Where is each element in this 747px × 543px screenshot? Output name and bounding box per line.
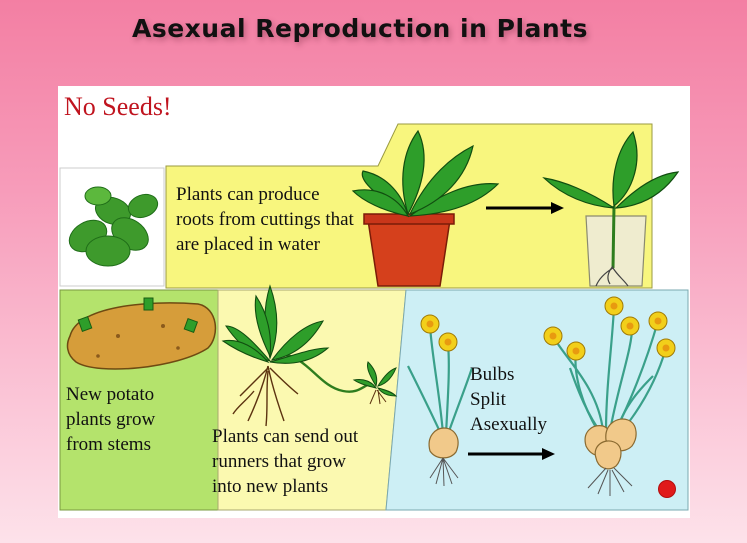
runners-line: into new plants (212, 476, 329, 497)
runners-text: Plants can send out runners that grow in… (212, 424, 358, 499)
daffodil-bulb-icon (407, 314, 474, 487)
cuttings-line: are placed in water (176, 234, 320, 255)
bulbs-text: Bulbs Split Asexually (470, 362, 547, 437)
runner-plant-icon (221, 284, 398, 427)
slide-title: Asexual Reproduction in Plants (131, 14, 589, 43)
cuttings-text: Plants can produce roots from cuttings t… (176, 182, 354, 257)
bulbs-line: Split (470, 389, 506, 410)
diagram-illustration (59, 123, 689, 511)
cutting-in-glass-icon (542, 130, 680, 287)
potted-plant-icon (351, 129, 500, 287)
mint-leaf-photo (59, 167, 165, 287)
potato-icon (66, 297, 217, 370)
runners-line: runners that grow (212, 451, 347, 472)
cuttings-line: Plants can produce (176, 184, 320, 205)
potato-line: plants grow (66, 409, 156, 430)
arrow-right-icon (468, 448, 555, 460)
daffodil-cluster-icon (543, 296, 676, 496)
red-dot-icon[interactable] (658, 480, 676, 498)
potato-line: New potato (66, 384, 155, 405)
runners-line: Plants can send out (212, 426, 359, 447)
slide-heading: No Seeds! (64, 92, 172, 121)
potato-line: from stems (66, 434, 151, 455)
arrow-right-icon (486, 202, 564, 214)
bulbs-line: Asexually (470, 414, 548, 435)
diagram-panel: No Seeds! Plants can produce roots from … (58, 86, 690, 518)
cuttings-line: roots from cuttings that (176, 209, 354, 230)
bulbs-line: Bulbs (470, 364, 515, 385)
potato-text: New potato plants grow from stems (66, 382, 155, 457)
